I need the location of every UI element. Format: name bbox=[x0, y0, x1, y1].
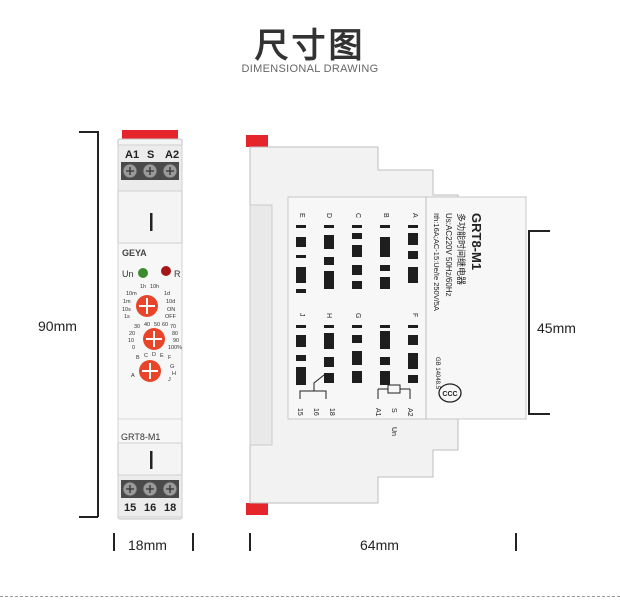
terminal-label-18: 18 bbox=[164, 502, 176, 514]
dial1-label: ON bbox=[167, 307, 175, 313]
terminal-label-s: S bbox=[147, 149, 154, 161]
dial1-label: 1m bbox=[123, 299, 131, 305]
side-model-label: GRT8-M1 bbox=[469, 213, 484, 270]
percent-knob[interactable] bbox=[143, 328, 165, 350]
dial2-label: 30 bbox=[134, 324, 140, 330]
label-height-label: 45mm bbox=[537, 320, 576, 336]
led-r-red-icon bbox=[161, 266, 171, 276]
svg-text:D: D bbox=[325, 213, 332, 218]
page-title: 尺寸图 bbox=[254, 26, 366, 66]
led-label-r: R bbox=[174, 269, 181, 279]
dial2-label: 90 bbox=[173, 338, 179, 344]
front-top-slot bbox=[150, 213, 153, 231]
terminal-label-15: 15 bbox=[124, 502, 136, 514]
page-subtitle: DIMENSIONAL DRAWING bbox=[241, 63, 379, 75]
bottom-dashed-rule bbox=[0, 596, 620, 597]
terminal-label-a1: A1 bbox=[125, 149, 139, 161]
side-label-area bbox=[287, 196, 527, 420]
side-contact-rating: Ith:16A;AC-15:Ue/Ie 250V/5A bbox=[432, 213, 441, 311]
bottom-screws bbox=[121, 480, 179, 498]
dial1-label: 1h bbox=[140, 284, 146, 290]
side-standard: GB 14048.5 bbox=[434, 357, 440, 390]
mode-knob[interactable] bbox=[139, 360, 161, 382]
dial2-label: 10 bbox=[128, 338, 134, 344]
side-supply-rating: Us:AC220V 50Hz/60Hz bbox=[444, 213, 453, 297]
svg-text:A2: A2 bbox=[406, 408, 413, 417]
dial3-label: A bbox=[131, 373, 135, 379]
dial2-label: 0 bbox=[132, 345, 135, 351]
dial2-label: 80 bbox=[172, 331, 178, 337]
dial1-label: 1s bbox=[124, 314, 130, 320]
height-label: 90mm bbox=[38, 318, 77, 334]
front-top-clip bbox=[122, 130, 178, 141]
svg-text:Un: Un bbox=[390, 427, 397, 436]
dial3-label: J bbox=[168, 377, 171, 383]
brand-logo: GEYA bbox=[122, 248, 147, 258]
dial1-label: 10h bbox=[150, 284, 159, 290]
dial3-label: C bbox=[144, 353, 148, 359]
terminal-label-a2: A2 bbox=[165, 149, 179, 161]
svg-text:B: B bbox=[382, 213, 389, 218]
led-un-green-icon bbox=[138, 268, 148, 278]
timing-diagrams-top bbox=[296, 225, 418, 293]
dial1-label: 10m bbox=[126, 291, 137, 297]
depth-label: 64mm bbox=[360, 537, 399, 553]
led-label-un: Un bbox=[122, 269, 134, 279]
time-range-knob[interactable] bbox=[136, 295, 158, 317]
svg-text:E: E bbox=[298, 213, 305, 218]
dial2-label: 100% bbox=[168, 345, 182, 351]
svg-text:S: S bbox=[390, 408, 397, 413]
terminal-label-16: 16 bbox=[144, 502, 156, 514]
top-screws bbox=[121, 162, 179, 180]
dial2-label: 60 bbox=[162, 322, 168, 328]
dial3-label: B bbox=[136, 355, 140, 361]
width-label: 18mm bbox=[128, 537, 167, 553]
dial3-label: D bbox=[152, 352, 156, 358]
wiring-diagram: 15 16 18 A1 S A2 Un bbox=[296, 374, 413, 436]
svg-text:CCC: CCC bbox=[442, 391, 457, 398]
svg-text:18: 18 bbox=[328, 408, 335, 416]
mode-letters-bottom: J H G F bbox=[298, 313, 418, 318]
front-view: A1 S A2 GEYA Un R 1h 10h 10m 1d 1m 10d 1… bbox=[117, 130, 183, 520]
dial3-label: F bbox=[168, 355, 172, 361]
front-bottom-slot bbox=[150, 451, 153, 469]
svg-text:16: 16 bbox=[312, 408, 319, 416]
timing-diagrams-bottom bbox=[296, 325, 418, 385]
svg-text:A1: A1 bbox=[374, 408, 381, 417]
dial2-label: 50 bbox=[154, 322, 160, 328]
mode-letters-top: E D C B A bbox=[298, 213, 418, 218]
dial1-label: 1d bbox=[164, 291, 170, 297]
dial1-label: 10d bbox=[166, 299, 175, 305]
svg-text:A: A bbox=[411, 213, 418, 218]
front-model-label: GRT8-M1 bbox=[121, 432, 160, 442]
svg-text:H: H bbox=[325, 313, 332, 318]
dial3-label: H bbox=[172, 371, 176, 377]
dial2-label: 20 bbox=[129, 331, 135, 337]
side-din-rail-slot bbox=[249, 204, 273, 446]
svg-text:J: J bbox=[298, 313, 305, 317]
dial1-label: OFF bbox=[165, 314, 177, 320]
svg-text:15: 15 bbox=[296, 408, 303, 416]
svg-text:F: F bbox=[411, 313, 418, 317]
dial3-label: E bbox=[160, 353, 164, 359]
dial1-label: 10s bbox=[122, 307, 131, 313]
svg-text:C: C bbox=[354, 213, 361, 218]
side-view: E D C B A J H G F 15 16 18 A1 S A2 Un bbox=[246, 135, 527, 515]
side-name-cn: 多功能时间继电器 bbox=[456, 213, 467, 285]
dial3-label: G bbox=[170, 364, 174, 370]
dial2-label: 40 bbox=[144, 322, 150, 328]
ccc-cert-icon: CCC bbox=[438, 383, 462, 403]
svg-text:G: G bbox=[354, 313, 361, 318]
dial2-label: 70 bbox=[170, 324, 176, 330]
